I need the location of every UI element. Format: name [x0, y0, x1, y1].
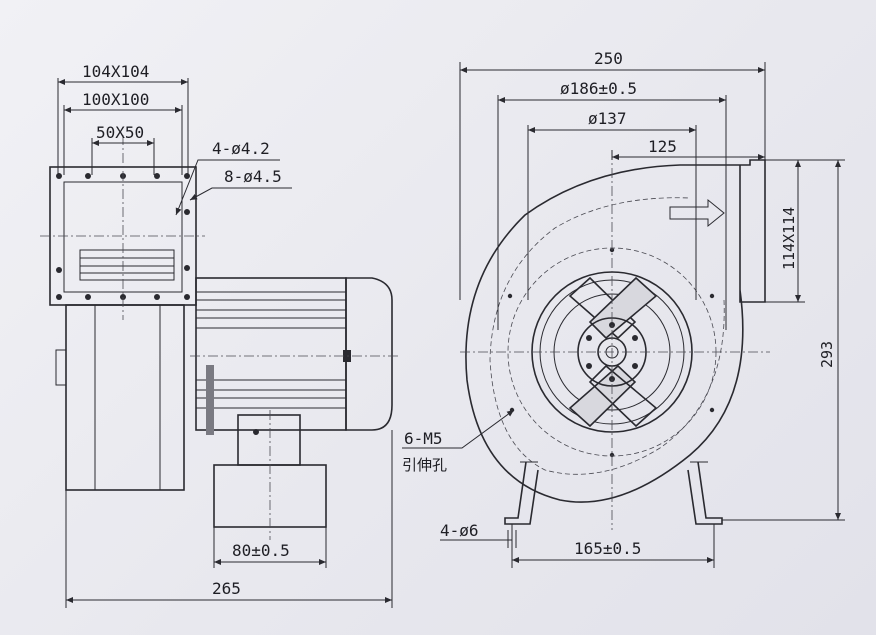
- mounting-foot-left: [504, 461, 539, 525]
- dim-base-width: 80±0.5: [232, 541, 290, 560]
- dim-foot-holes: 4-ø6: [440, 521, 479, 540]
- dim-holes-4: 4-ø4.2: [212, 139, 270, 158]
- front-dims: [402, 62, 845, 568]
- dim-overall-width: 250: [594, 49, 623, 68]
- dim-tapped-holes-note: 引伸孔: [402, 456, 447, 474]
- dim-foot-spacing: 165±0.5: [574, 539, 641, 558]
- side-dims: [57, 78, 393, 608]
- motor-end-cap: [345, 277, 393, 431]
- mounting-foot-right: [687, 461, 723, 525]
- side-view: [40, 135, 400, 540]
- volute-housing: [465, 159, 766, 503]
- dim-overall-height: 293: [818, 341, 836, 368]
- capacitor: [237, 414, 301, 466]
- dim-holes-8: 8-ø4.5: [224, 167, 282, 186]
- dim-tapped-holes: 6-M5: [404, 429, 443, 448]
- dim-flange-outer: 104X104: [82, 62, 149, 81]
- motor-body: [195, 277, 347, 431]
- dim-overall-length: 265: [212, 579, 241, 598]
- dim-outlet: 50X50: [96, 123, 144, 142]
- dim-flange-bolt: 100X100: [82, 90, 149, 109]
- flow-arrow-icon: [669, 198, 725, 228]
- dim-outlet-size: 114X114: [780, 207, 798, 270]
- housing-body: [65, 304, 185, 491]
- dim-outlet-offset: 125: [648, 137, 677, 156]
- impeller-hub: [568, 276, 658, 428]
- dim-inlet-outer: ø186±0.5: [560, 79, 637, 98]
- dim-inlet-inner: ø137: [588, 109, 627, 128]
- front-view: [460, 150, 770, 530]
